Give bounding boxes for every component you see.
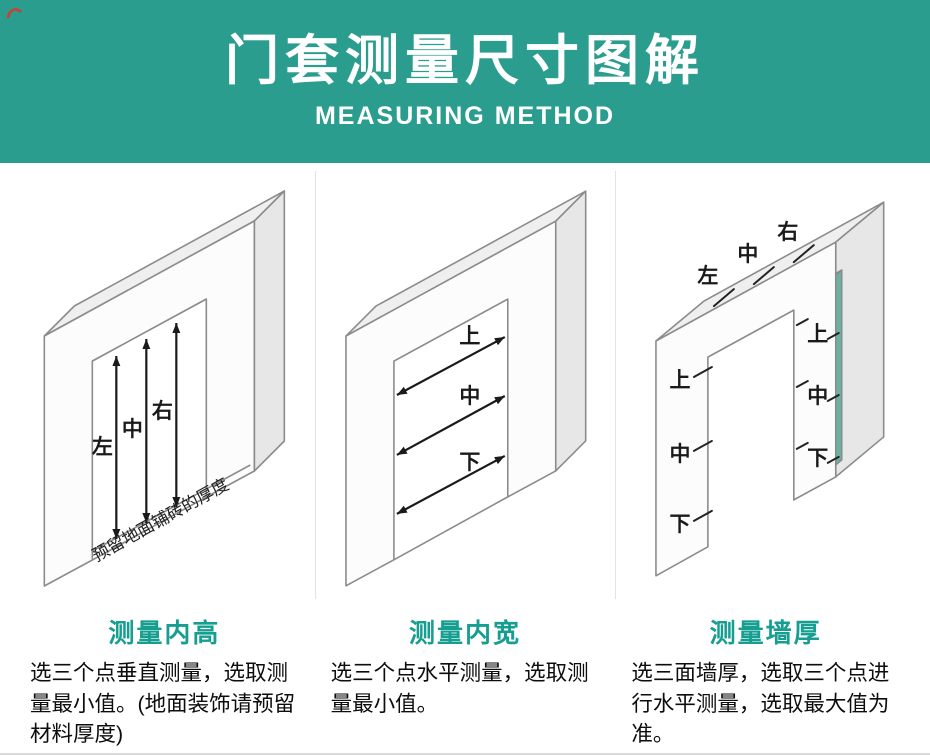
floor-reserve-note: 预留地面铺砖的厚度 <box>89 475 232 566</box>
corner-red-mark <box>6 8 22 19</box>
right-tick-middle-b <box>827 393 841 402</box>
left-label-top: 上 <box>670 369 691 392</box>
inner-height-drawing: 左 中 右 预留地面铺砖的厚度 <box>43 190 286 587</box>
left-label-bottom: 下 <box>670 513 691 536</box>
top-label-left: 左 <box>698 264 719 288</box>
wall-front-face <box>344 220 557 587</box>
right-label-bottom: 下 <box>808 447 829 470</box>
left-tick-bottom <box>693 509 714 522</box>
panel-description-inner-height: 选三个点垂直测量，选取测量最小值。(地面装饰请预留材料厚度) <box>30 661 296 747</box>
right-tick-middle-a <box>796 380 810 388</box>
right-label-middle: 中 <box>808 385 829 408</box>
panel-wall-thickness: 左 中 右 上 中 下 上 中 下 <box>615 171 916 750</box>
panel-heading-inner-width: 测量内宽 <box>408 618 521 648</box>
right-tick-top-a <box>796 318 810 327</box>
wall-side-face <box>253 190 286 472</box>
wall-side-face <box>554 190 587 472</box>
panel-inner-width: 上 中 下 测量内宽 选三个点水平测量，选取测量最小值。 <box>314 171 616 750</box>
portal-front-face <box>655 241 837 577</box>
left-tick-middle <box>693 439 714 452</box>
wall-front-face <box>43 220 256 587</box>
floor-line <box>91 496 207 561</box>
arrow-label-left: 左 <box>92 435 113 459</box>
right-tick-bottom-b <box>827 455 841 464</box>
top-tick-middle <box>753 266 776 286</box>
width-arrow-bottom <box>396 454 505 515</box>
inner-height-diagram: 左 中 右 预留地面铺砖的厚度 <box>14 171 315 599</box>
corner-red-mark-stroke <box>6 8 22 19</box>
portal-side-face <box>835 201 885 478</box>
wall-thickness-diagram: 左 中 右 上 中 下 上 中 下 <box>615 171 916 599</box>
right-tick-bottom-a <box>796 441 810 450</box>
panel-description-inner-width: 选三个点水平测量，选取测量最小值。 <box>330 661 589 716</box>
width-arrow-middle <box>396 395 505 456</box>
top-tick-left <box>713 288 736 308</box>
top-tick-right <box>793 244 816 264</box>
inner-width-drawing: 上 中 下 <box>344 190 587 587</box>
width-arrow-top <box>396 336 505 396</box>
banner: 门套测量尺寸图解 MEASURING METHOD <box>0 0 930 163</box>
panel-heading-inner-height: 测量内高 <box>108 618 221 648</box>
arrow-label-right: 右 <box>152 399 173 423</box>
arrow-label-middle: 中 <box>122 418 143 441</box>
left-tick-top <box>693 366 714 379</box>
panel-inner-height: 左 中 右 预留地面铺砖的厚度 测量内高 选三个点垂直测量，选取测量最小值。(地… <box>14 171 315 750</box>
banner-title: 门套测量尺寸图解 <box>225 31 705 92</box>
wall-thickness-drawing: 左 中 右 上 中 下 上 中 下 <box>655 201 885 577</box>
right-label-top: 上 <box>808 323 829 346</box>
panel-description-wall-thickness: 选三面墙厚，选取三个点进行水平测量，选取最大值为准。 <box>631 661 890 747</box>
inner-width-diagram: 上 中 下 <box>314 171 616 599</box>
left-label-middle: 中 <box>670 443 691 466</box>
top-label-middle: 中 <box>738 243 759 266</box>
arrow-label-bottom: 下 <box>459 451 480 474</box>
top-label-right: 右 <box>778 220 799 244</box>
panel-heading-wall-thickness: 测量墙厚 <box>709 618 822 648</box>
diagram-panels: 左 中 右 预留地面铺砖的厚度 测量内高 选三个点垂直测量，选取测量最小值。(地… <box>0 163 930 750</box>
arrow-label-middle: 中 <box>459 385 480 408</box>
banner-subtitle: MEASURING METHOD <box>314 101 616 130</box>
arrow-label-top: 上 <box>459 325 480 348</box>
right-tick-top-b <box>827 332 841 341</box>
